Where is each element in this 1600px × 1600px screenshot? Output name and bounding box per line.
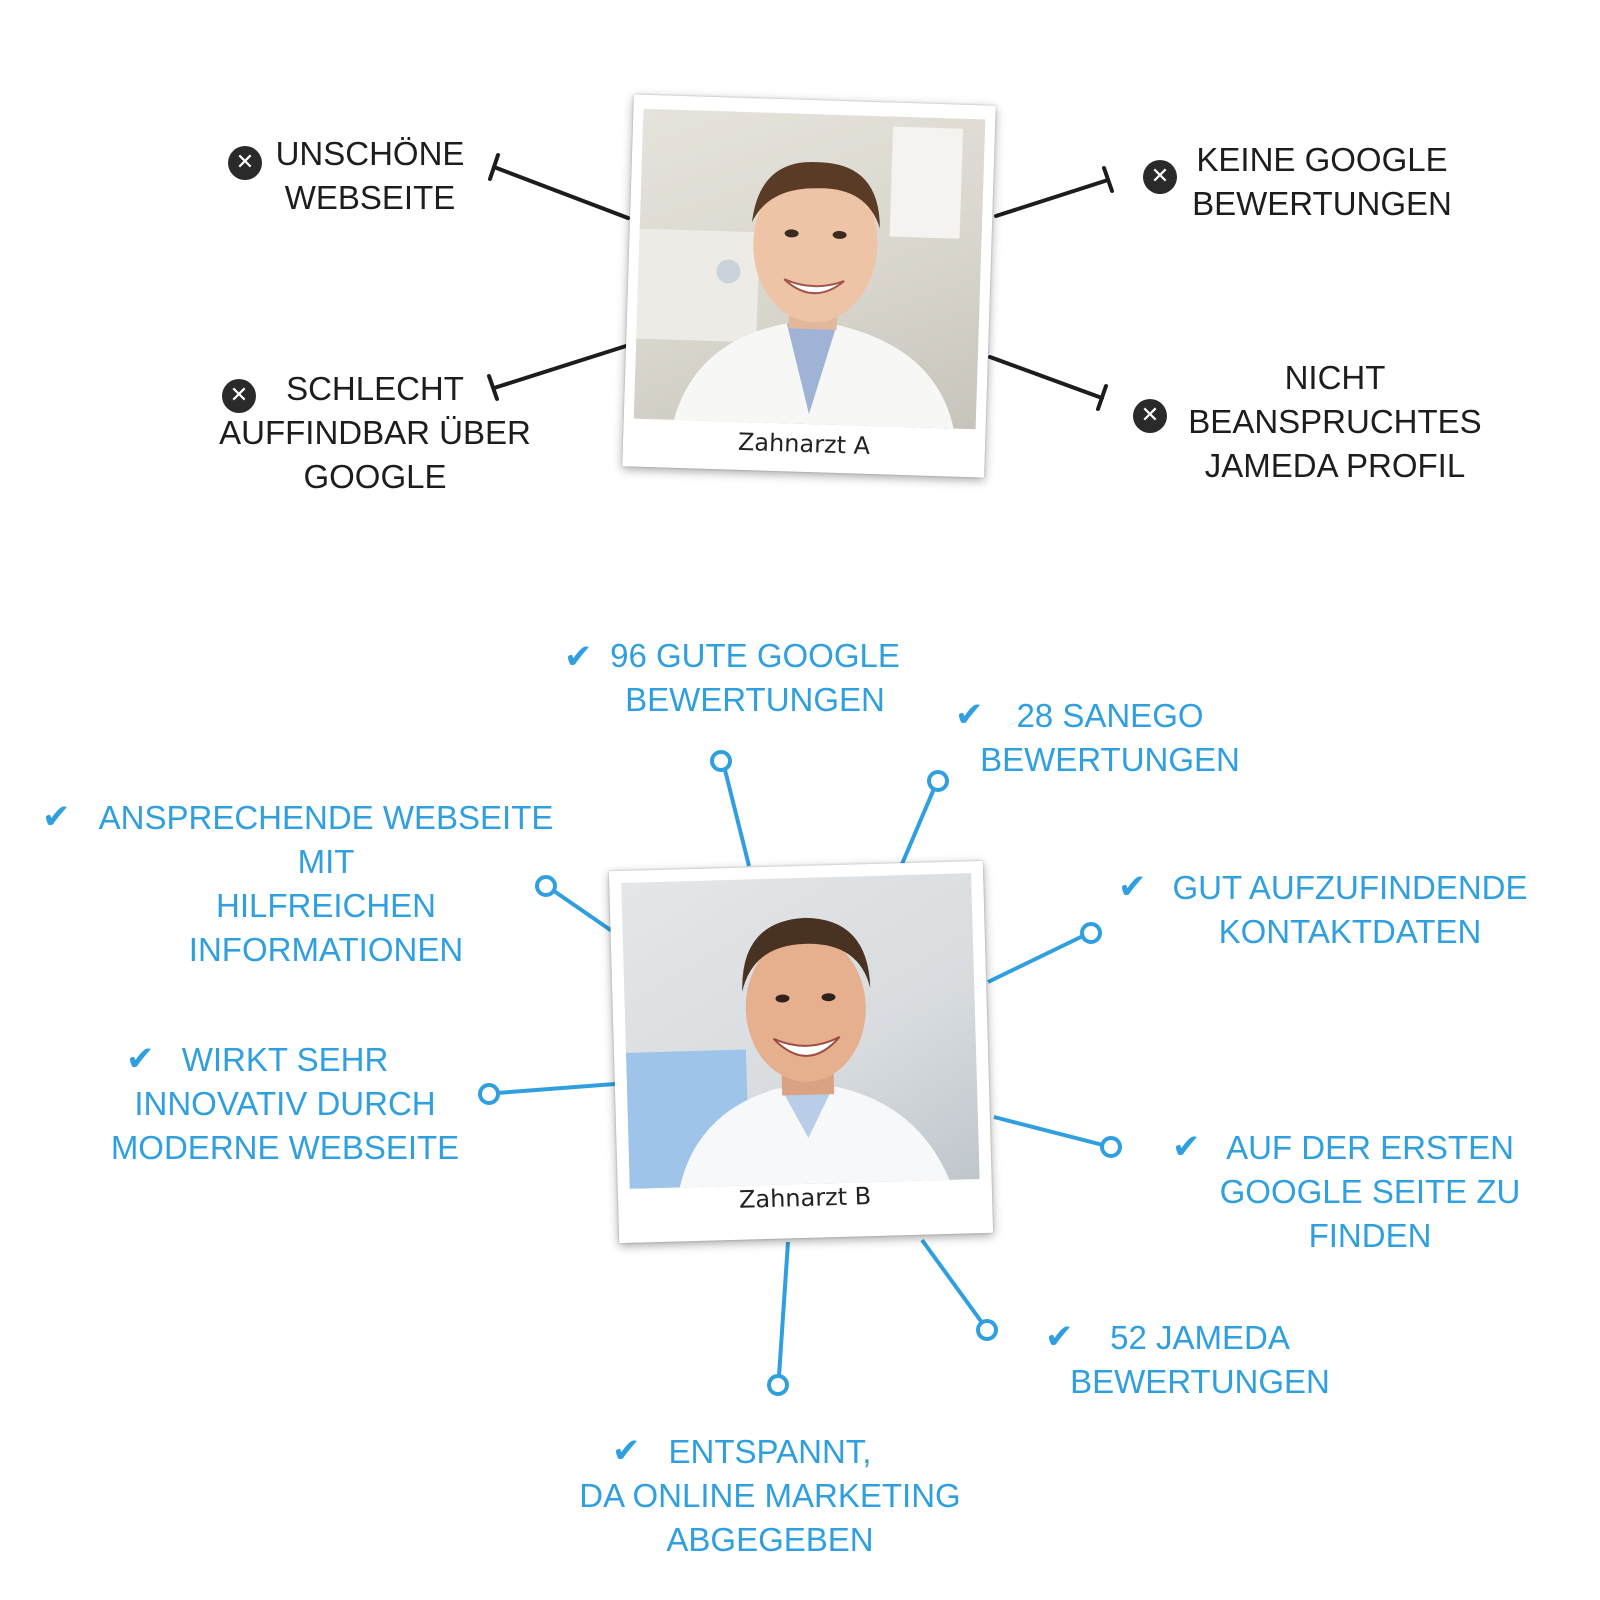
checkmark-icon: ✔: [42, 797, 71, 837]
connector-a-unschoene-webseite: [492, 165, 630, 220]
positive-point-sanego-bewertungen: 28 SANEGO BEWERTUNGEN: [980, 697, 1240, 778]
connector-b-sanego-bewertungen: [900, 783, 938, 865]
checkmark-icon: ✔: [1045, 1317, 1074, 1357]
close-circle-icon: ✕: [222, 379, 256, 413]
negative-point-jameda-profil: NICHT BEANSPRUCHTES JAMEDA PROFIL: [1188, 359, 1482, 484]
connector-b-google-bewertungen: [721, 761, 751, 867]
connector-a-schlecht-auffindbar: [492, 344, 628, 390]
negative-point-schlecht-auffindbar: SCHLECHT AUFFINDBAR ÜBER GOOGLE: [219, 370, 531, 495]
positive-point-ansprechende-webseite: ANSPRECHENDE WEBSEITE MIT HILFREICHEN IN…: [98, 799, 554, 968]
dentist-b-photo: [621, 873, 980, 1189]
positive-point-google-bewertungen: 96 GUTE GOOGLE BEWERTUNGEN: [610, 637, 900, 718]
positive-point-kontaktdaten: GUT AUFZUFINDENDE KONTAKTDATEN: [1172, 869, 1528, 950]
connector-b-entspannt: [777, 1241, 790, 1377]
polaroid-dentist-a: Zahnarzt A: [622, 94, 996, 478]
checkmark-icon: ✔: [955, 695, 984, 735]
connector-b-jameda-bewertungen: [920, 1238, 985, 1326]
connector-b-erste-google-seite: [993, 1115, 1104, 1147]
close-circle-icon: ✕: [228, 146, 262, 180]
dentist-a-photo: [633, 108, 986, 430]
polaroid-dentist-b: Zahnarzt B: [608, 860, 994, 1244]
positive-point-jameda-bewertungen: 52 JAMEDA BEWERTUNGEN: [1070, 1319, 1330, 1400]
checkmark-icon: ✔: [612, 1431, 641, 1471]
connector-a-jameda-profil: [988, 355, 1104, 400]
connector-b-innovativ: [496, 1081, 629, 1095]
checkmark-icon: ✔: [1172, 1127, 1201, 1167]
connector-b-kontaktdaten: [987, 933, 1086, 984]
positive-point-innovativ: WIRKT SEHR INNOVATIV DURCH MODERNE WEBSE…: [110, 1041, 460, 1166]
dentist-a-caption: Zahnarzt A: [737, 427, 871, 460]
positive-point-erste-google-seite: AUF DER ERSTEN GOOGLE SEITE ZU FINDEN: [1219, 1129, 1521, 1254]
checkmark-icon: ✔: [1118, 867, 1147, 907]
close-circle-icon: ✕: [1133, 399, 1167, 433]
checkmark-icon: ✔: [126, 1039, 155, 1079]
positive-point-entspannt: ENTSPANNT, DA ONLINE MARKETING ABGEGEBEN: [579, 1433, 961, 1558]
negative-point-unschoene-webseite: UNSCHÖNE WEBSEITE: [275, 135, 465, 216]
connector-a-keine-google-bewertungen: [994, 178, 1110, 218]
checkmark-icon: ✔: [564, 637, 593, 677]
close-circle-icon: ✕: [1143, 160, 1177, 194]
negative-point-keine-google-bewertungen: KEINE GOOGLE BEWERTUNGEN: [1192, 141, 1452, 222]
